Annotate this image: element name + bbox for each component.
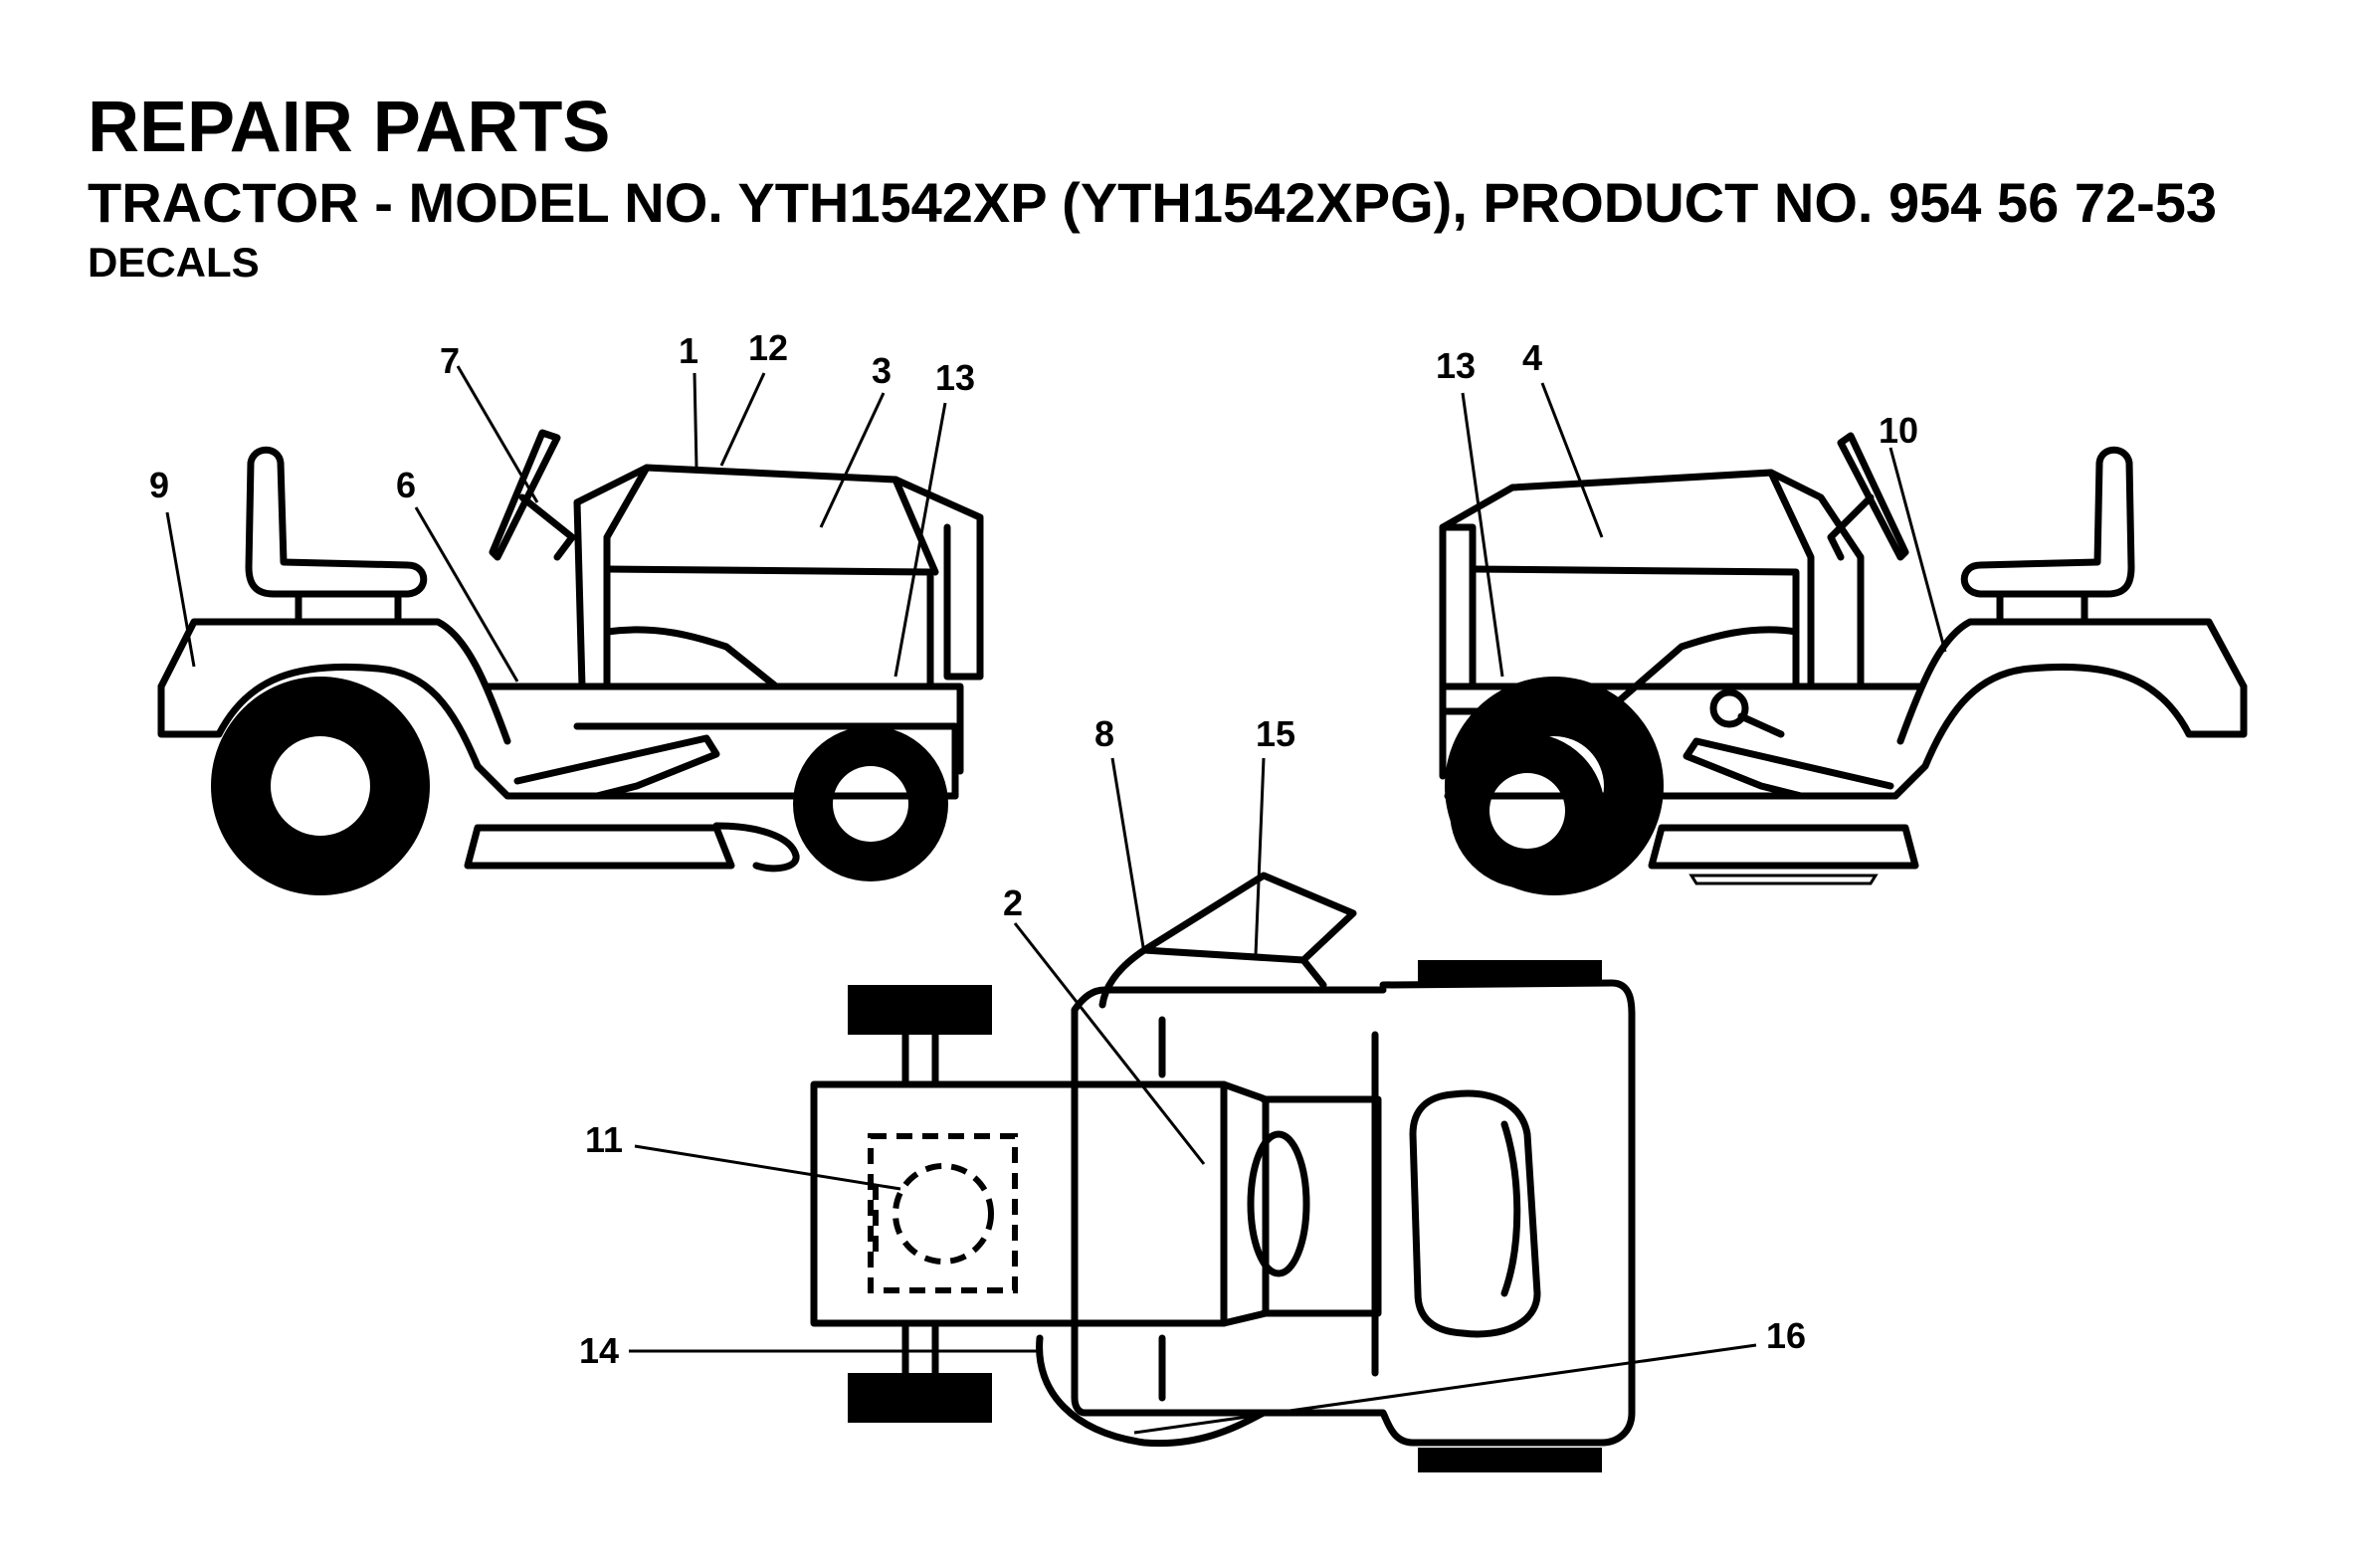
callout-15: 15 (1256, 713, 1295, 754)
hood-lower-curve (603, 626, 780, 690)
engine-outline (868, 1133, 1018, 1293)
lever-knob (1709, 688, 1749, 728)
leader-15 (1254, 757, 1266, 956)
hood-front-edge (892, 476, 939, 576)
leader-1 (693, 372, 698, 469)
hood-side-line-right (1469, 565, 1800, 690)
rear-fender-right (1444, 663, 2248, 800)
callout-13-left: 13 (935, 357, 975, 398)
callout-8: 8 (1094, 713, 1114, 754)
top-hood (810, 1080, 1228, 1327)
callout-1: 1 (679, 330, 698, 371)
front-wheel-hub (833, 766, 908, 842)
callout-3: 3 (872, 350, 892, 391)
grille-right (1439, 523, 1477, 780)
steering-wheel-right (1837, 432, 1909, 561)
callout-2: 2 (1003, 882, 1023, 923)
page-title: REPAIR PARTS (88, 88, 611, 167)
axle-marks (901, 1031, 939, 1377)
callout-12: 12 (748, 327, 788, 368)
tractor-left-side-view: 7 1 12 3 13 9 6 (149, 327, 984, 895)
leader-10 (1888, 447, 1947, 653)
mower-deck-right (1648, 824, 1919, 870)
callout-9: 9 (149, 465, 169, 505)
callout-7: 7 (440, 340, 460, 381)
top-dash (1260, 1095, 1382, 1317)
steering-column-right (1827, 493, 1875, 561)
top-steering-wheel (1247, 1130, 1310, 1277)
frame-front (573, 722, 959, 800)
hood-side-line (603, 565, 934, 690)
front-wheel-right-hub (1489, 773, 1565, 849)
top-front-wheel-2 (848, 1373, 992, 1423)
hood-outline (573, 464, 984, 690)
mower-deck (464, 824, 735, 870)
callout-4: 4 (1522, 337, 1542, 378)
deck-chute (712, 822, 800, 873)
deck-curve-top (1098, 946, 1148, 1009)
callout-6: 6 (396, 465, 416, 505)
leader-7 (456, 365, 539, 503)
leader-12 (719, 372, 766, 467)
deck-base-right (1688, 874, 1879, 885)
seat (245, 446, 428, 598)
callout-13-right: 13 (1436, 345, 1476, 386)
hood-outline-right (1439, 469, 1865, 690)
hood-lower-curve-right (1439, 626, 1800, 715)
engine-circle (892, 1163, 994, 1265)
frame-line (484, 683, 964, 775)
rear-fender (157, 663, 959, 800)
top-hood-edge (1220, 1080, 1270, 1327)
rear-wheel-hub (271, 736, 370, 836)
seat-right (1960, 446, 2135, 598)
hood-rear-edge (603, 464, 651, 690)
top-body (1071, 979, 1636, 1447)
leader-4 (1540, 382, 1604, 538)
leader-8 (1110, 757, 1146, 954)
callout-14: 14 (579, 1330, 619, 1371)
tractor-right-side-view: 13 4 10 (1436, 337, 2248, 895)
leader-11 (634, 1144, 901, 1191)
steering-wheel (489, 429, 561, 561)
fender-top-right (1896, 618, 2248, 745)
pedal (513, 734, 720, 800)
leader-13-left (893, 402, 947, 678)
leader-9 (165, 511, 196, 668)
chute-edge (1140, 946, 1307, 964)
seat-post (295, 590, 402, 626)
callout-11: 11 (585, 1119, 623, 1160)
top-rear-wheel-2 (1418, 1448, 1602, 1472)
steering-column (518, 493, 576, 561)
model-subtitle: TRACTOR - MODEL NO. YTH1542XP (YTH1542XP… (88, 171, 2218, 234)
hood-rear-edge-right (1767, 469, 1815, 690)
lever-shaft (1737, 712, 1785, 738)
leader-13-right (1461, 392, 1504, 678)
discharge-chute (1140, 872, 1357, 989)
callout-16: 16 (1766, 1315, 1806, 1356)
tractor-top-view: 8 15 2 11 14 16 (579, 713, 1806, 1472)
callout-10: 10 (1879, 410, 1918, 451)
deck-curve-bottom (1036, 1334, 1268, 1448)
fender-top (157, 618, 511, 745)
top-seat-back (1500, 1120, 1521, 1297)
section-heading: DECALS (88, 239, 260, 286)
leader-6 (414, 506, 519, 683)
top-seat (1409, 1089, 1541, 1338)
top-front-wheel-1 (848, 985, 992, 1035)
leader-2 (1013, 922, 1206, 1165)
leader-16 (1133, 1343, 1757, 1435)
seat-post-right (1996, 590, 2088, 626)
leader-3 (819, 392, 886, 528)
pedal-right (1683, 737, 1894, 800)
